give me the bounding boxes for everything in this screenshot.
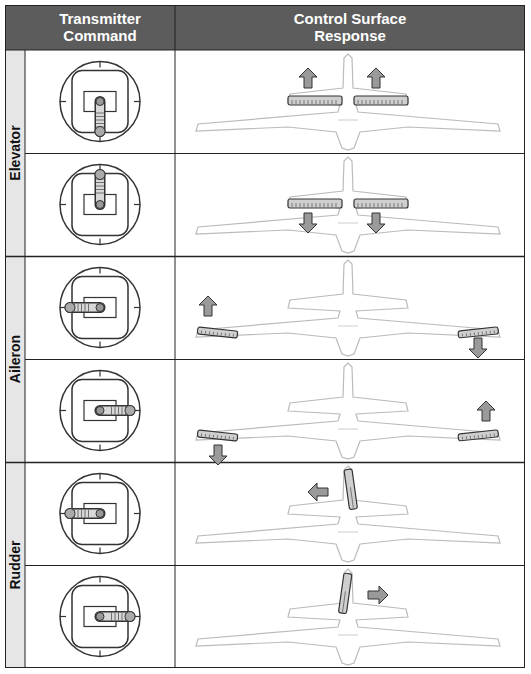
- control-surface: [344, 469, 357, 510]
- transmitter-gimbal: [60, 474, 140, 554]
- motion-arrow: [299, 68, 317, 88]
- motion-arrow: [199, 296, 217, 316]
- control-surface: [354, 199, 408, 208]
- group-label: Rudder: [5, 467, 25, 663]
- control-surface: [458, 430, 499, 441]
- transmitter-gimbal: [60, 62, 140, 142]
- control-surface: [458, 327, 499, 338]
- transmitter-gimbal: [60, 268, 140, 348]
- airplane: [196, 569, 500, 665]
- control-surface: [288, 96, 342, 105]
- control-surface: [197, 327, 238, 338]
- control-surface: [197, 430, 238, 441]
- airplane: [196, 466, 500, 562]
- airplane: [196, 363, 500, 465]
- airplane: [196, 54, 500, 150]
- transmitter-gimbal: [60, 371, 140, 451]
- motion-arrow: [209, 445, 227, 465]
- transmitter-gimbal: [60, 577, 140, 657]
- group-label: Aileron: [5, 261, 25, 457]
- table-grid: [5, 5, 525, 668]
- motion-arrow: [477, 401, 495, 421]
- column-header: Control Surface Response: [260, 10, 440, 44]
- group-column: [5, 50, 25, 668]
- motion-arrow: [308, 483, 328, 501]
- control-surface: [288, 199, 342, 208]
- motion-arrow: [367, 68, 385, 88]
- control-surface: [354, 96, 408, 105]
- airplane: [196, 157, 500, 253]
- motion-arrow: [367, 213, 385, 233]
- control-surface: [338, 573, 351, 614]
- motion-arrow: [469, 338, 487, 358]
- column-header: Transmitter Command: [30, 10, 170, 44]
- group-label: Elevator: [5, 55, 25, 251]
- motion-arrow: [299, 213, 317, 233]
- airplane: [196, 260, 500, 358]
- transmitter-gimbal: [60, 165, 140, 245]
- header-band: [5, 5, 525, 50]
- motion-arrow: [368, 586, 388, 604]
